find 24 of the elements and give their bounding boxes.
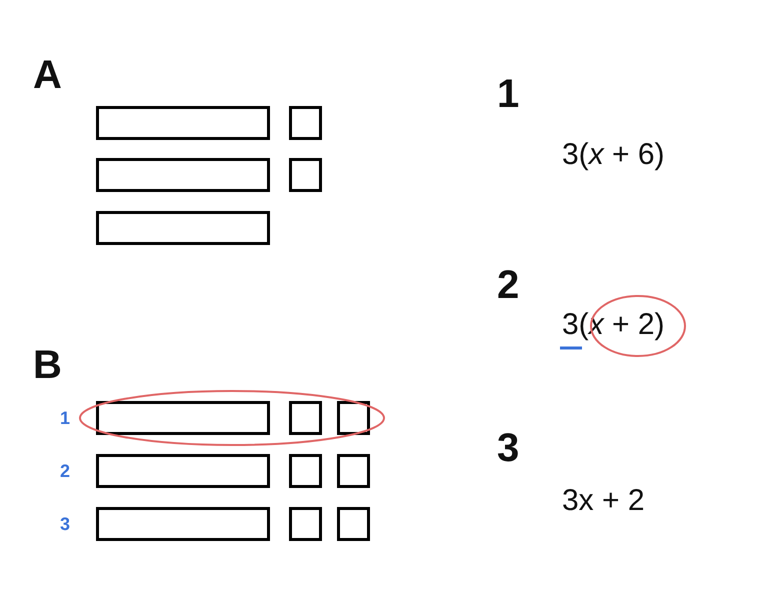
- long-tile: [96, 401, 270, 435]
- square-tile: [337, 401, 370, 435]
- row-number: 3: [60, 515, 70, 533]
- square-tile: [337, 454, 370, 488]
- long-tile: [96, 454, 270, 488]
- math-expression: 3x + 2: [562, 486, 645, 516]
- section-heading: 2: [497, 265, 520, 305]
- section-heading: A: [33, 55, 62, 95]
- row-number: 1: [60, 409, 70, 427]
- math-expression: 3(x + 6): [562, 140, 665, 170]
- square-tile: [289, 454, 322, 488]
- square-tile: [289, 507, 322, 541]
- row-number: 2: [60, 462, 70, 480]
- long-tile: [96, 106, 270, 140]
- section-heading: B: [33, 345, 62, 385]
- square-tile: [337, 507, 370, 541]
- section-heading: 3: [497, 428, 520, 468]
- section-heading: 1: [497, 74, 520, 114]
- long-tile: [96, 507, 270, 541]
- long-tile: [96, 211, 270, 245]
- long-tile: [96, 158, 270, 192]
- square-tile: [289, 158, 322, 192]
- square-tile: [289, 401, 322, 435]
- square-tile: [289, 106, 322, 140]
